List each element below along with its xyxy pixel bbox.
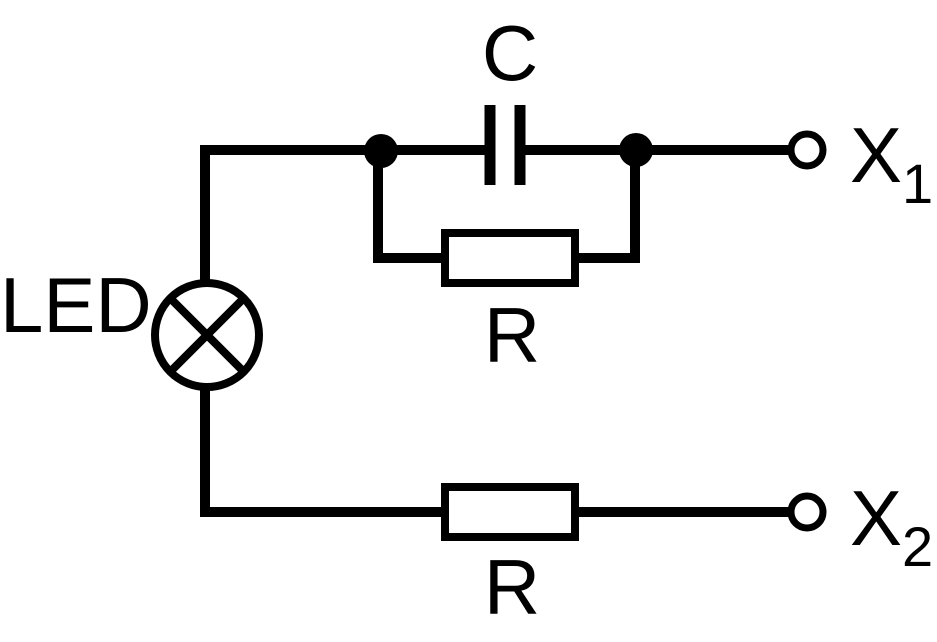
terminal-2 <box>787 492 827 532</box>
terminal-2-subscript: 2 <box>902 515 933 578</box>
wire-parallel-branch <box>373 145 640 263</box>
lamp-label: LED <box>0 261 152 349</box>
resistor-bottom-label: R <box>484 543 540 631</box>
terminal-1-label: X <box>850 111 902 199</box>
wire-left-top <box>200 145 383 285</box>
terminal-2-label: X <box>850 474 902 562</box>
junction-right <box>619 133 653 167</box>
resistor-bottom <box>441 483 579 541</box>
lamp-symbol <box>151 279 263 391</box>
resistor-top <box>441 229 579 287</box>
wire-left-bottom <box>200 390 450 517</box>
terminal-1 <box>787 130 827 170</box>
capacitor-label: C <box>482 9 538 97</box>
junction-left <box>364 134 398 168</box>
capacitor <box>484 105 526 185</box>
lamp-cross-b <box>167 295 247 375</box>
terminal-1-subscript: 1 <box>902 152 933 215</box>
resistor-top-label: R <box>484 291 540 379</box>
